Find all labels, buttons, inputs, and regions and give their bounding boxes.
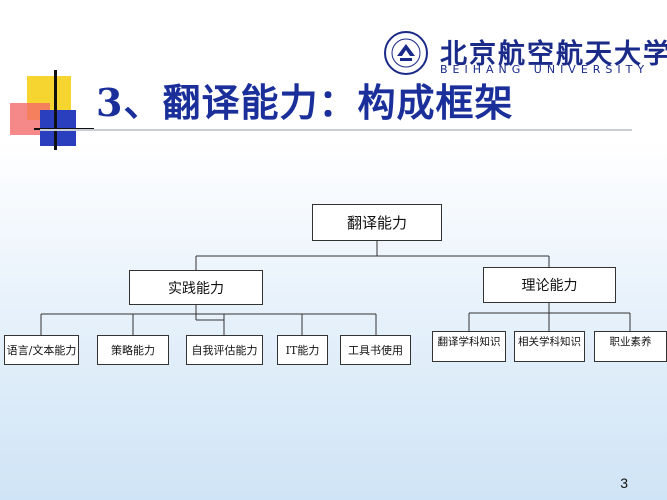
node-it: IT能力 <box>277 335 328 365</box>
node-theoretical-competence: 理论能力 <box>483 267 616 303</box>
node-strategy: 策略能力 <box>97 335 169 365</box>
slide-title: 3、翻译能力：构成框架 <box>96 80 514 125</box>
node-translation-competence: 翻译能力 <box>312 204 442 241</box>
title-divider <box>40 129 632 131</box>
university-name-en: BEIHANG UNIVERSITY <box>440 63 650 76</box>
page-number: 3 <box>620 475 628 491</box>
node-translation-knowledge: 翻译学科知识 <box>432 331 506 362</box>
university-emblem-icon <box>384 31 428 75</box>
node-language-text: 语言/文本能力 <box>4 335 79 365</box>
node-practical-competence: 实践能力 <box>129 270 263 305</box>
university-name-cn: 北京航空航天大学 <box>440 39 667 70</box>
node-reference-tools: 工具书使用 <box>340 335 411 365</box>
decor-vertical-line <box>54 70 57 150</box>
node-related-knowledge: 相关学科知识 <box>514 331 585 362</box>
node-professionalism: 职业素养 <box>594 331 667 362</box>
node-self-assessment: 自我评估能力 <box>186 335 263 365</box>
